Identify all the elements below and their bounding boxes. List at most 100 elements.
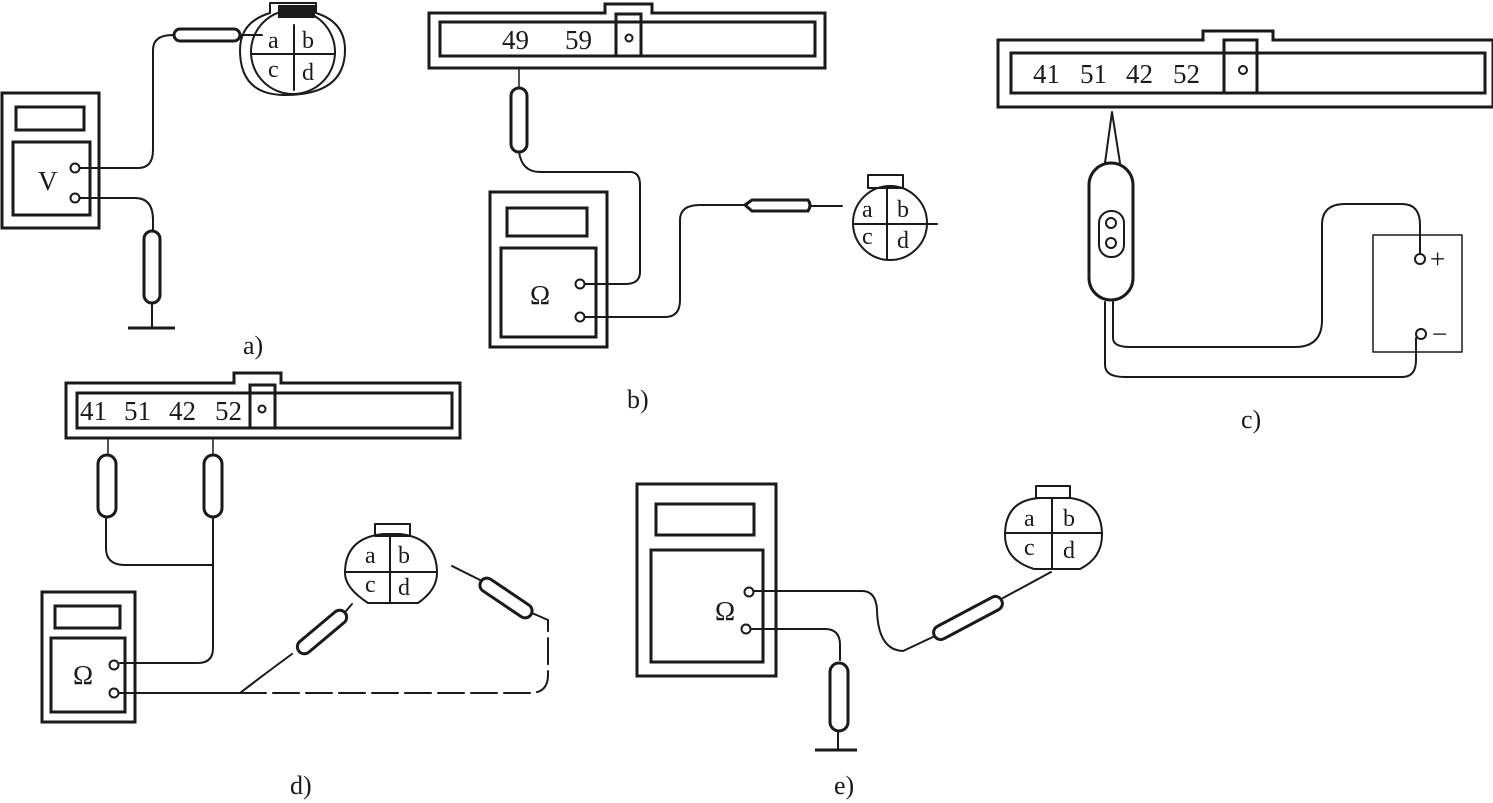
ecu-pin: 42 <box>169 396 196 426</box>
ecu-pin: 49 <box>502 25 529 55</box>
ecu-pin: 59 <box>565 25 592 55</box>
lamp-bulb <box>1105 237 1117 249</box>
battery-terminal-positive <box>1414 253 1426 265</box>
ecu-lock <box>1222 38 1259 95</box>
pin-d: d <box>302 60 314 86</box>
caption-a: a) <box>243 331 263 360</box>
pin-c: c <box>1024 535 1035 561</box>
panel-d: 41 51 42 52 Ω <box>40 371 549 800</box>
probe-tip <box>451 565 481 581</box>
meter-panel <box>11 140 92 217</box>
probe <box>509 86 529 154</box>
ground-wire <box>750 628 841 661</box>
connector: a b c d <box>852 174 938 261</box>
lead-wire-dashed <box>239 619 549 694</box>
connector: a b c d <box>1004 485 1103 570</box>
pin-b: b <box>302 28 314 54</box>
pin-b: b <box>398 543 410 569</box>
lead-wire <box>239 653 293 694</box>
ecu-pin: 52 <box>215 396 242 426</box>
negative-wire <box>1104 301 1417 378</box>
caption-e: e) <box>834 771 854 800</box>
positive-wire <box>1112 203 1421 348</box>
test-lamp-probe-tip <box>1104 111 1121 164</box>
ecu-connector: 41 51 42 52 <box>996 29 1493 109</box>
multimeter: Ω <box>635 482 778 678</box>
caption-d: d) <box>290 771 312 800</box>
meter-terminal-upper <box>574 278 586 290</box>
meter-terminal-lower <box>740 623 752 635</box>
meter-display <box>505 206 589 238</box>
pin-a: a <box>862 197 873 223</box>
probe <box>202 453 224 519</box>
lamp-bulb <box>1105 217 1117 229</box>
ecu-connector: 49 59 <box>427 2 827 70</box>
probe <box>96 453 118 519</box>
connector-latch <box>1035 485 1071 499</box>
connector-latch <box>374 523 411 537</box>
connector-face <box>250 9 336 95</box>
caption-c: c) <box>1241 405 1261 434</box>
ecu-pin: 51 <box>1080 59 1107 89</box>
pin-c: c <box>862 224 873 250</box>
lead-wire <box>119 517 214 664</box>
pin-a: a <box>268 28 279 54</box>
pin-a: a <box>365 543 376 569</box>
lead-wire <box>79 34 174 169</box>
meter-terminal-lower <box>574 311 586 323</box>
meter-panel <box>49 636 127 714</box>
pin-c: c <box>268 57 279 83</box>
meter-body <box>0 91 101 230</box>
multimeter: Ω <box>488 190 609 349</box>
pin-b: b <box>1063 506 1075 532</box>
connector-housing <box>239 2 346 96</box>
meter-panel <box>649 548 765 664</box>
ecu-lock-hole <box>257 404 267 414</box>
connector-latch <box>867 174 904 189</box>
battery-positive-label: + <box>1430 244 1445 274</box>
ecu-housing <box>427 2 827 70</box>
meter-panel <box>499 246 598 339</box>
meter-symbol: Ω <box>530 280 550 310</box>
connector: a b c d <box>239 2 346 96</box>
probe <box>172 27 242 43</box>
meter-symbol: V <box>38 166 58 196</box>
ecu-pin: 52 <box>1173 59 1200 89</box>
lead-wire <box>584 204 746 318</box>
battery: + − <box>1372 234 1463 353</box>
lead-wire <box>753 590 936 652</box>
ecu-pin: 51 <box>124 396 151 426</box>
meter-display <box>654 502 756 537</box>
ecu-lock <box>614 12 643 58</box>
probe <box>742 198 812 213</box>
probe <box>932 594 1004 642</box>
ecu-pin: 42 <box>1126 59 1153 89</box>
panel-b: 49 59 Ω a b c d b) <box>427 2 938 414</box>
probe-body <box>932 594 1004 642</box>
meter-terminal-upper <box>108 659 120 671</box>
lead-wire <box>518 151 641 285</box>
panel-e: Ω a b c d e) <box>635 482 1103 800</box>
pin-d: d <box>897 228 909 254</box>
meter-body <box>635 482 778 678</box>
test-lamp-body <box>1087 161 1135 302</box>
ecu-housing <box>996 29 1493 109</box>
panel-c: 41 51 42 52 + − c) <box>996 29 1493 434</box>
meter-terminal-upper <box>743 586 755 598</box>
pin-d: d <box>1063 538 1075 564</box>
multimeter: V <box>0 91 101 230</box>
connector: a b c d <box>344 523 438 604</box>
ecu-lock <box>248 383 277 430</box>
meter-symbol: Ω <box>715 596 735 626</box>
test-lamp-window <box>1098 210 1125 258</box>
pin-c: c <box>365 572 376 598</box>
meter-display <box>14 105 86 132</box>
meter-terminal-lower <box>69 192 81 204</box>
meter-terminal-upper <box>69 162 81 174</box>
lead-wire <box>105 517 214 566</box>
ground-wire <box>79 197 154 231</box>
meter-body <box>40 590 137 724</box>
battery-terminal-negative <box>1415 328 1427 340</box>
ecu-lock-hole <box>1238 65 1248 75</box>
